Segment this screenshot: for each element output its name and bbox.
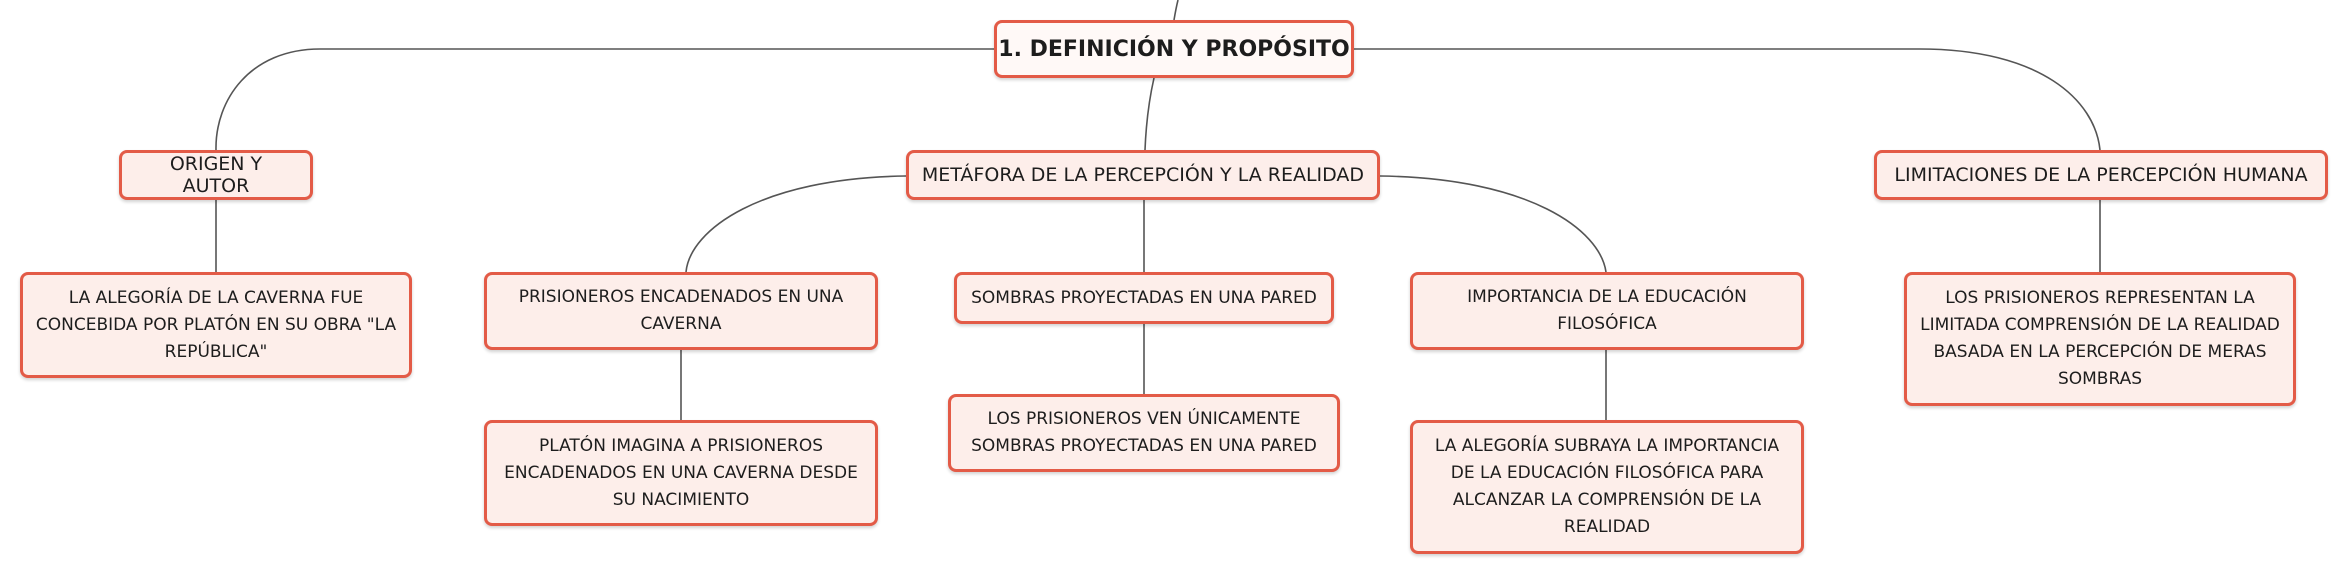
branch-label-metafora: METÁFORA DE LA PERCEPCIÓN Y LA REALIDAD bbox=[921, 164, 1365, 186]
leaf-label-origen: LA ALEGORÍA DE LA CAVERNA FUE CONCEBIDA … bbox=[35, 287, 397, 362]
branch-label-limitaciones: LIMITACIONES DE LA PERCEPCIÓN HUMANA bbox=[1894, 164, 2308, 186]
sub-label-importancia: IMPORTANCIA DE LA EDUCACIÓN FILOSÓFICA bbox=[1467, 287, 1747, 334]
leaf-node-origen[interactable]: LA ALEGORÍA DE LA CAVERNA FUE CONCEBIDA … bbox=[20, 272, 412, 378]
connector-main-to-limitaciones bbox=[1354, 48, 2101, 151]
sub-node-importancia[interactable]: IMPORTANCIA DE LA EDUCACIÓN FILOSÓFICA bbox=[1410, 272, 1804, 350]
connector-metafora-to-importancia bbox=[1379, 175, 1607, 273]
leaf-label-importancia: LA ALEGORÍA SUBRAYA LA IMPORTANCIA DE LA… bbox=[1434, 436, 1780, 537]
sub-node-sombras[interactable]: SOMBRAS PROYECTADAS EN UNA PARED bbox=[954, 272, 1334, 324]
sub-node-prisioneros[interactable]: PRISIONEROS ENCADENADOS EN UNA CAVERNA bbox=[484, 272, 878, 350]
leaf-node-importancia[interactable]: LA ALEGORÍA SUBRAYA LA IMPORTANCIA DE LA… bbox=[1410, 420, 1804, 554]
main-topic-label: 1. DEFINICIÓN Y PROPÓSITO bbox=[998, 36, 1350, 62]
leaf-label-prisioneros: PLATÓN IMAGINA A PRISIONEROS ENCADENADOS… bbox=[504, 435, 858, 510]
leaf-node-sombras[interactable]: LOS PRISIONEROS VEN ÚNICAMENTE SOMBRAS P… bbox=[948, 394, 1340, 472]
leaf-label-limitaciones: LOS PRISIONEROS REPRESENTAN LA LIMITADA … bbox=[1920, 288, 2280, 389]
connector-main-to-metafora bbox=[1144, 77, 1155, 151]
connector-parent-to-main bbox=[1173, 0, 1179, 21]
sub-label-sombras: SOMBRAS PROYECTADAS EN UNA PARED bbox=[971, 287, 1317, 308]
sub-label-prisioneros: PRISIONEROS ENCADENADOS EN UNA CAVERNA bbox=[518, 287, 844, 334]
branch-label-origen: ORIGEN Y AUTOR bbox=[169, 153, 263, 197]
connector-metafora-to-prisioneros bbox=[685, 175, 907, 273]
leaf-node-limitaciones[interactable]: LOS PRISIONEROS REPRESENTAN LA LIMITADA … bbox=[1904, 272, 2296, 406]
leaf-label-sombras: LOS PRISIONEROS VEN ÚNICAMENTE SOMBRAS P… bbox=[971, 409, 1317, 456]
leaf-node-prisioneros[interactable]: PLATÓN IMAGINA A PRISIONEROS ENCADENADOS… bbox=[484, 420, 878, 526]
branch-node-limitaciones[interactable]: LIMITACIONES DE LA PERCEPCIÓN HUMANA bbox=[1874, 150, 2328, 200]
branch-node-metafora[interactable]: METÁFORA DE LA PERCEPCIÓN Y LA REALIDAD bbox=[906, 150, 1380, 200]
branch-node-origen[interactable]: ORIGEN Y AUTOR bbox=[119, 150, 313, 200]
connector-main-to-origen bbox=[215, 48, 994, 151]
main-topic-node[interactable]: 1. DEFINICIÓN Y PROPÓSITO bbox=[994, 20, 1354, 78]
